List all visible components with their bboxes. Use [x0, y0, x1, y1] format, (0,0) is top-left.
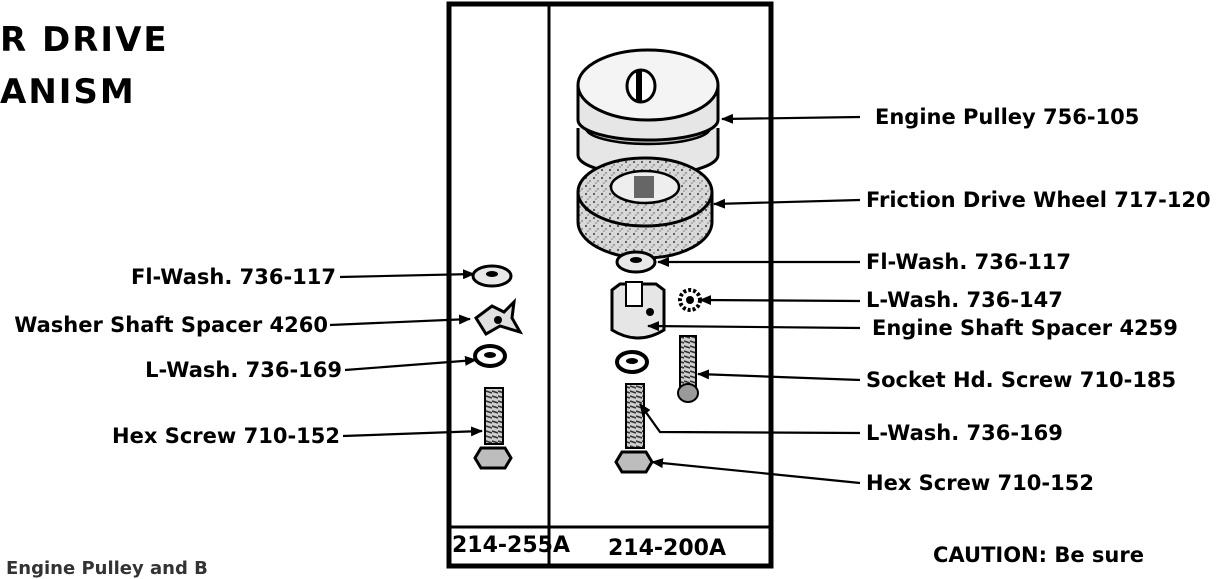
label-fl-washer-left: Fl-Wash. 736-117	[130, 265, 336, 289]
engine-shaft-spacer-part	[610, 281, 666, 340]
hex-screw-right-part	[614, 383, 654, 474]
label-engine-pulley: Engine Pulley 756-105	[875, 105, 1140, 129]
label-hex-screw-right: Hex Screw 710-152	[866, 471, 1094, 495]
kit-box-frame	[446, 1, 774, 569]
label-l-washer-169-right: L-Wash. 736-169	[866, 421, 1063, 445]
caution-text: CAUTION: Be sure	[933, 543, 1144, 567]
leader-lines-left	[329, 269, 483, 438]
label-hex-screw-left: Hex Screw 710-152	[112, 424, 340, 448]
hex-screw-left-part	[473, 387, 513, 470]
socket-screw-part	[677, 335, 699, 403]
page-title-line-1: R DRIVE	[0, 20, 169, 60]
label-engine-shaft-spacer: Engine Shaft Spacer 4259	[872, 316, 1178, 340]
flat-washer-left-part	[471, 264, 513, 288]
label-friction-drive-wheel: Friction Drive Wheel 717-120	[866, 188, 1211, 212]
flat-washer-right-part	[615, 250, 657, 274]
footer-text: Engine Pulley and B	[6, 558, 208, 579]
leader-lines-right	[639, 113, 861, 485]
label-socket-hd-screw: Socket Hd. Screw 710-185	[866, 368, 1177, 392]
lock-washer-169-right-part	[615, 350, 649, 374]
label-l-washer-169-left: L-Wash. 736-169	[145, 358, 342, 382]
kit-number-right: 214-200A	[608, 536, 727, 561]
label-washer-shaft-spacer: Washer Shaft Spacer 4260	[14, 313, 328, 337]
washer-shaft-spacer-part	[473, 297, 524, 337]
engine-pulley-part	[576, 48, 720, 177]
label-l-washer-147: L-Wash. 736-147	[866, 288, 1063, 312]
lock-washer-169-left-part	[473, 344, 507, 368]
kit-number-left: 214-255A	[452, 533, 571, 558]
lock-washer-147-part	[678, 288, 702, 312]
friction-drive-wheel-part	[576, 156, 714, 260]
page-title-line-2: ANISM	[0, 72, 136, 112]
label-fl-washer-right: Fl-Wash. 736-117	[866, 250, 1072, 274]
